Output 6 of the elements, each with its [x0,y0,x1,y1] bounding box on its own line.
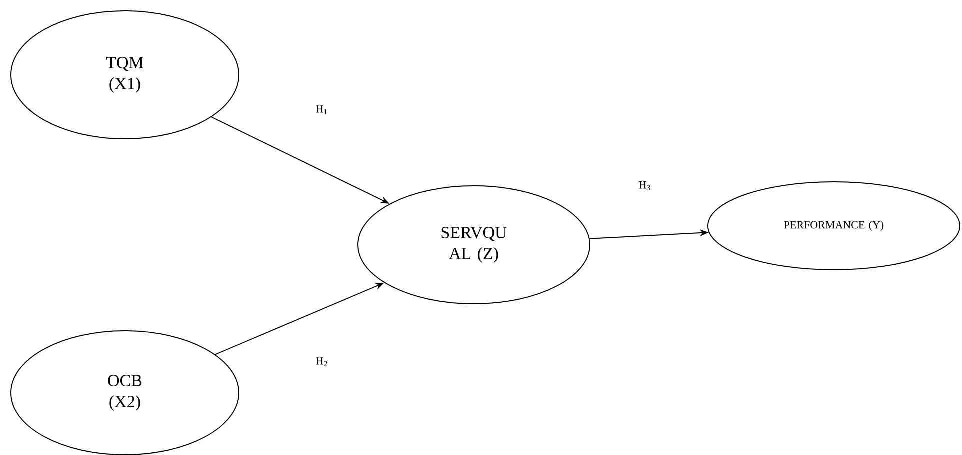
ellipse-node: PERFORMANCE (Y) [708,182,960,270]
edge-label: H$_{2}$ [316,358,328,366]
ellipse-node: TQM (X1) [10,10,240,140]
edge-label: H$_{1}$ [316,106,328,114]
edge-label: H$_{3}$ [639,182,650,190]
ellipse-node: SERVQU AL (Z) [358,186,590,304]
